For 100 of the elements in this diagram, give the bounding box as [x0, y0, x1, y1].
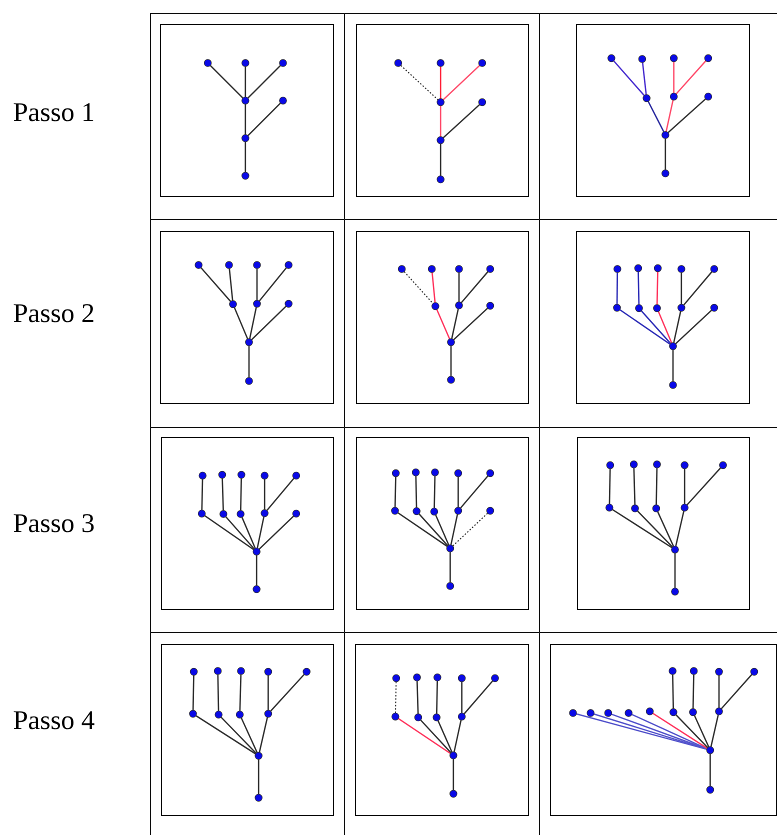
- tree-vertex: [245, 338, 253, 346]
- tree-vertex: [432, 302, 440, 310]
- tree-edge: [694, 715, 710, 748]
- tree-edge: [452, 512, 488, 546]
- tree-edge: [450, 514, 458, 546]
- tree-vertex: [236, 510, 244, 518]
- tree-panel: [356, 437, 529, 610]
- tree-vertex: [638, 55, 646, 63]
- tree-vertex: [242, 172, 250, 180]
- tree-edge: [228, 268, 234, 301]
- tree-vertex: [254, 794, 262, 802]
- tree-edge: [638, 272, 640, 305]
- tree-vertex: [458, 674, 466, 682]
- tree-vertex: [430, 508, 438, 516]
- tree-vertex: [642, 94, 650, 102]
- step-label: Passo 3: [13, 507, 95, 539]
- tree-vertex: [302, 668, 310, 676]
- tree-vertex: [662, 131, 670, 139]
- tree-vertex: [671, 546, 679, 554]
- tree-edge: [616, 272, 618, 304]
- tree-vertex: [690, 667, 698, 675]
- tree-edge: [632, 714, 708, 750]
- tree-edge: [683, 271, 712, 306]
- tree-edge: [239, 674, 242, 712]
- tree-edge: [442, 64, 480, 100]
- tree-edge: [400, 65, 438, 100]
- tree-edge: [268, 675, 269, 710]
- tree-vertex: [264, 668, 272, 676]
- tree-vertex: [630, 460, 638, 468]
- tree-edge: [460, 271, 488, 304]
- tree-vertex: [455, 265, 463, 273]
- tree-edge: [196, 715, 256, 754]
- tree-vertex: [220, 510, 228, 518]
- tree-edge: [460, 475, 488, 509]
- tree-vertex: [436, 98, 444, 106]
- tree-edge: [394, 476, 396, 508]
- tree-edge: [675, 510, 684, 546]
- tree-vertex: [242, 96, 250, 104]
- tree-edge: [240, 478, 242, 510]
- tree-edge: [247, 102, 281, 136]
- tree-edge: [270, 674, 305, 712]
- tree-vertex: [454, 469, 462, 478]
- tree-edge: [431, 272, 436, 303]
- tree-edge: [256, 516, 265, 548]
- tree-vertex: [432, 714, 440, 722]
- tree-edge: [217, 674, 220, 712]
- step-label: Passo 1: [13, 96, 95, 128]
- tree-vertex: [252, 585, 260, 594]
- tree-vertex: [190, 668, 198, 676]
- tree-edge: [394, 682, 397, 714]
- tree-vertex: [279, 96, 287, 104]
- tree-edge: [434, 476, 436, 508]
- tree-vertex: [260, 509, 268, 518]
- tree-vertex: [446, 582, 454, 590]
- tree-vertex: [706, 786, 714, 794]
- tree-edge: [657, 511, 674, 547]
- tree-vertex: [447, 338, 455, 346]
- tree-vertex: [458, 712, 466, 720]
- tree-vertex: [710, 304, 718, 312]
- tree-vertex: [662, 170, 670, 178]
- tree-vertex: [454, 506, 462, 515]
- tree-edge: [612, 508, 672, 548]
- tree-panel: [161, 437, 334, 610]
- tree-vertex: [670, 92, 678, 100]
- tree-vertex: [218, 470, 226, 479]
- tree-vertex: [486, 469, 494, 478]
- tree-edge: [244, 142, 246, 172]
- tree-edge: [458, 272, 460, 302]
- tree-edge: [458, 476, 459, 508]
- tree-vertex: [586, 709, 594, 717]
- tree-vertex: [237, 667, 245, 675]
- tree-vertex: [412, 507, 420, 516]
- tree-edge: [672, 350, 674, 382]
- tree-edge: [637, 510, 673, 548]
- tree-edge: [664, 138, 666, 170]
- tree-edge: [675, 310, 712, 344]
- tree-edge: [200, 267, 232, 302]
- tree-vertex: [242, 134, 250, 142]
- tree-edge: [665, 100, 674, 132]
- tree-edge: [658, 311, 672, 344]
- tree-vertex: [242, 59, 250, 67]
- tree-vertex: [252, 548, 260, 556]
- tree-vertex: [669, 342, 677, 350]
- tree-edge: [656, 468, 658, 505]
- tree-vertex: [392, 469, 400, 478]
- tree-vertex: [634, 264, 642, 272]
- tree-vertex: [450, 790, 458, 798]
- tree-vertex: [671, 588, 679, 596]
- tree-vertex: [414, 714, 422, 722]
- tree-vertex: [604, 709, 612, 717]
- tree-panel: [160, 231, 334, 404]
- tree-vertex: [670, 708, 678, 716]
- tree-edge: [452, 759, 454, 790]
- tree-panel: [356, 231, 529, 404]
- tree-edge: [442, 104, 480, 138]
- tree-edge: [652, 712, 708, 749]
- tree-vertex: [436, 176, 444, 184]
- tree-vertex: [264, 710, 272, 718]
- tree-edge: [710, 714, 719, 747]
- tree-edge: [461, 682, 462, 713]
